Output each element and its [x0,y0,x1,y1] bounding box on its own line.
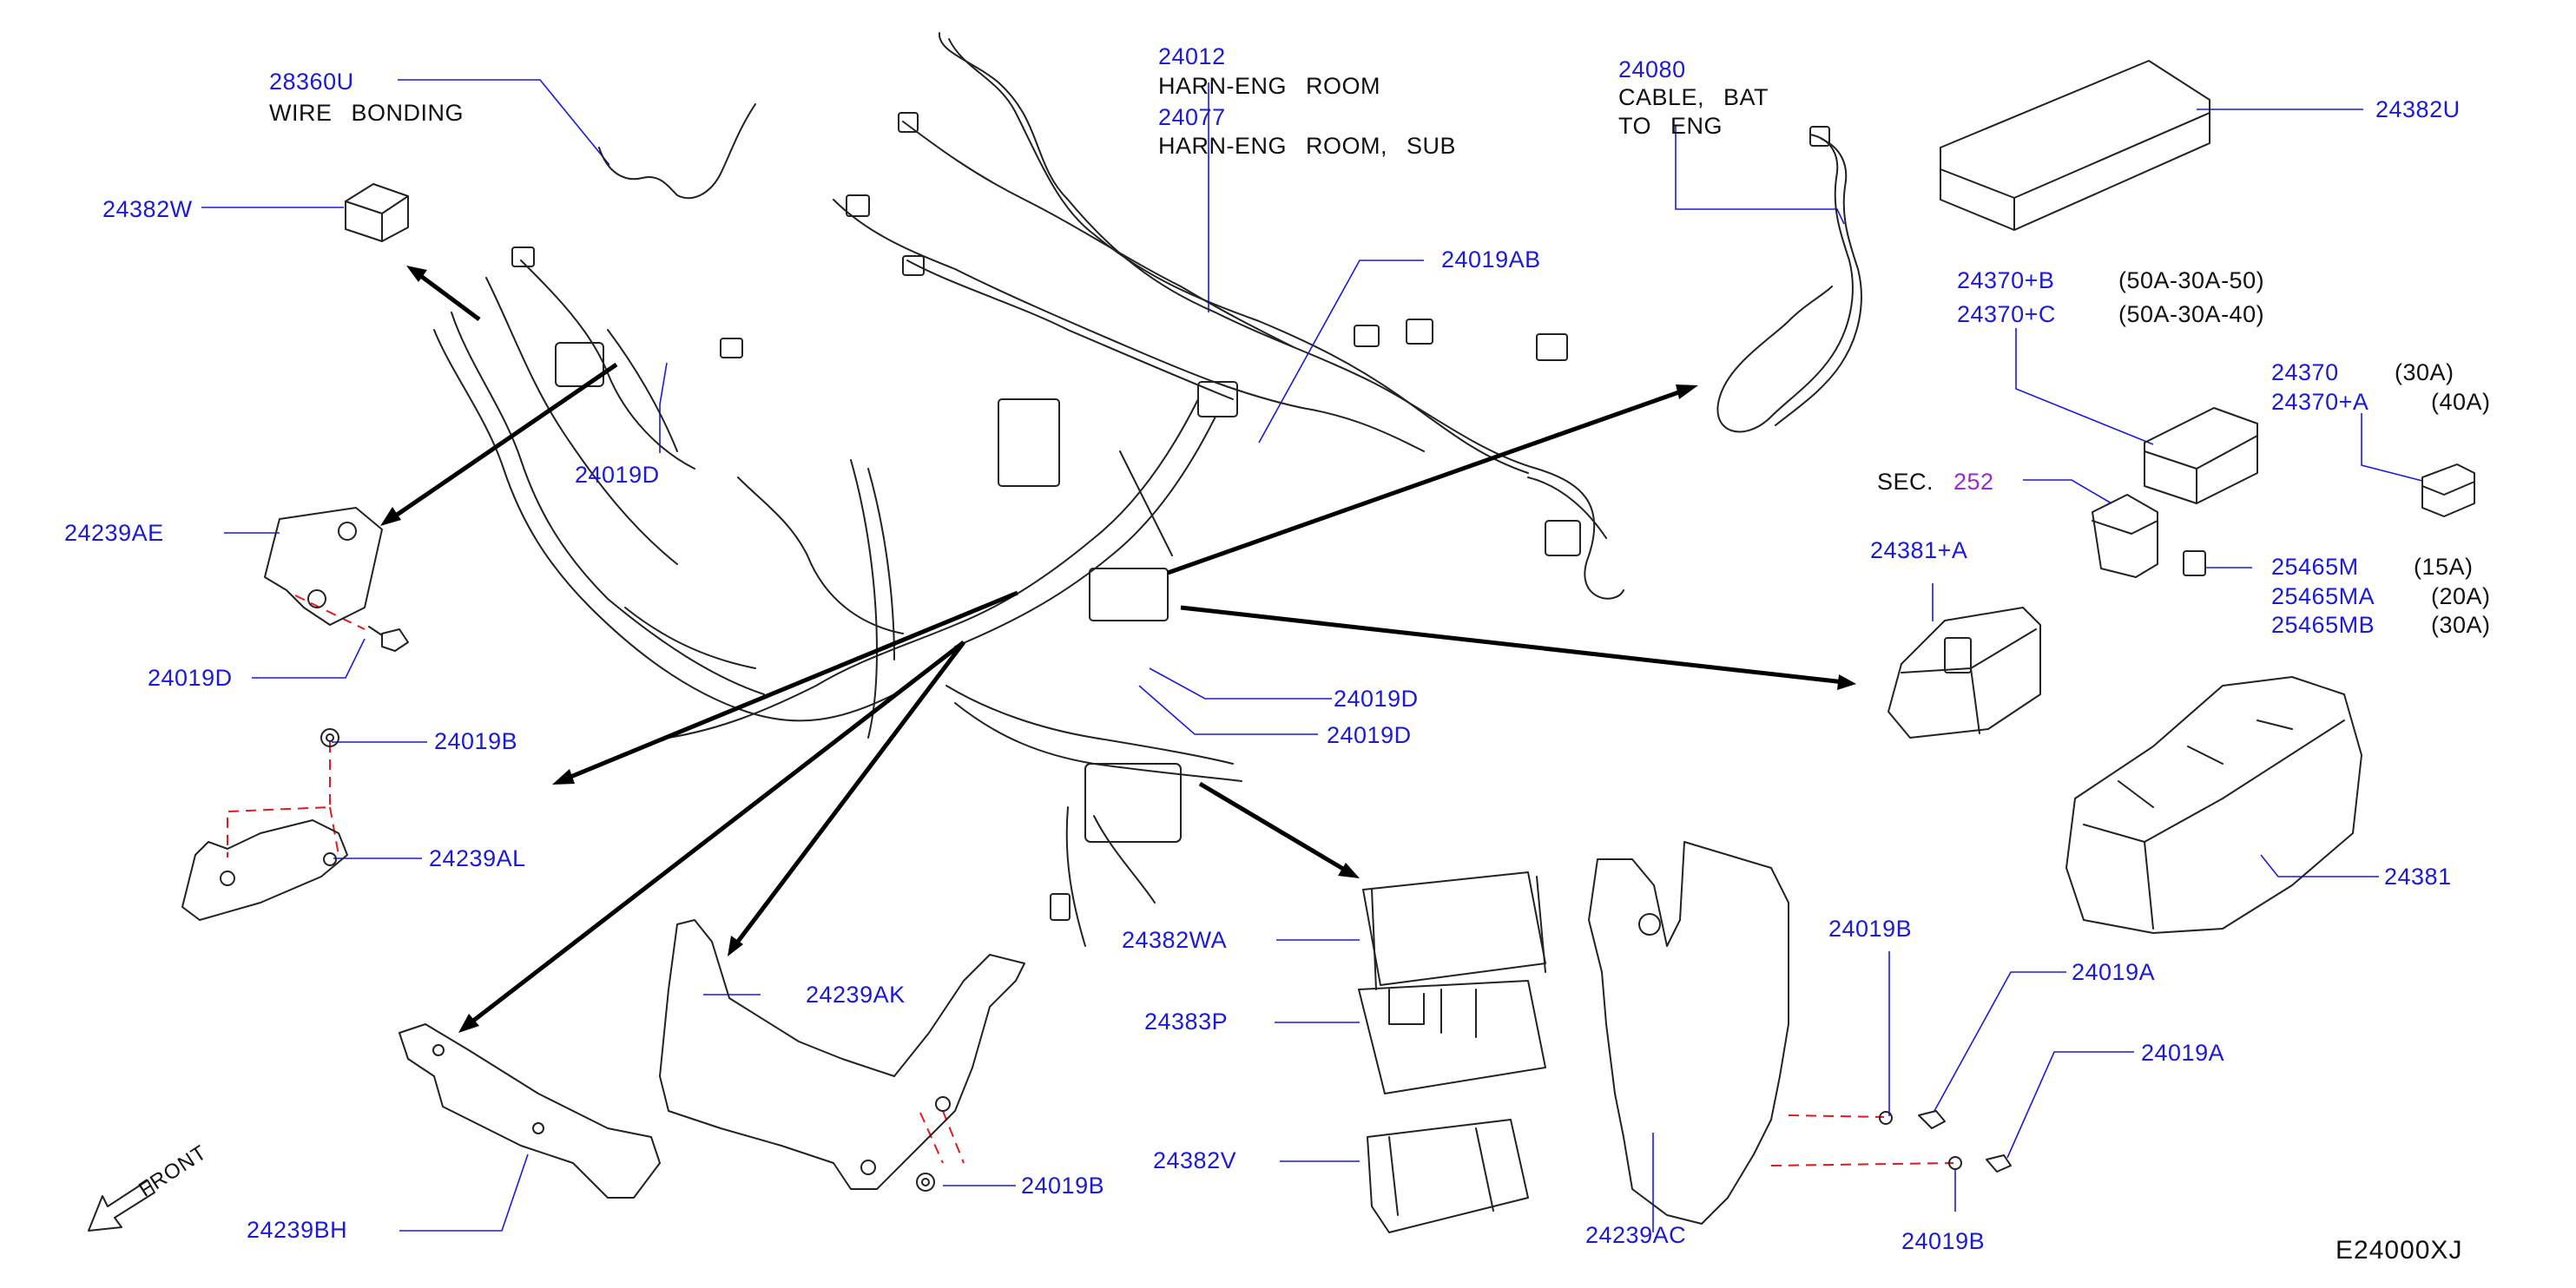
part-24382W-number: 24382W [102,196,193,222]
part-24370C-number: 24370+C [1957,301,2056,327]
fasteners-right-drawing [1879,1110,2012,1173]
bracket-24239al-drawing [181,819,348,921]
part-24019D-c-number: 24019D [1334,686,1419,712]
fuse-box-24381-drawing [2065,676,2362,934]
relay-cover-24382w-drawing [345,183,409,242]
fuse-block-24381a-drawing [1888,607,2041,739]
bracket-24239ac-drawing [1588,841,1789,1225]
part-24370A-number: 24370+A [2271,389,2369,415]
part-24019A-b-number: 24019A [2141,1040,2225,1066]
callout-arrows [380,266,1856,1033]
part-25465MA-number: 25465MA [2271,583,2375,609]
part-24077-description: HARN-ENG ROOM, SUB [1158,133,1457,159]
part-24019D-b-number: 24019D [148,665,233,691]
part-24239AL-number: 24239AL [429,845,526,871]
nut-24019b-drawing [320,728,339,747]
part-24382WA-number: 24382WA [1122,927,1228,953]
battery-cable-24080-drawing [1716,126,1862,433]
fuse-box-cover-24382u-drawing [1940,60,2210,231]
relay-252-drawing [2092,494,2158,578]
part-24382U-number: 24382U [2375,96,2461,122]
main-harness-drawing [433,32,1624,947]
section-reference-number[interactable]: 252 [1953,469,1994,495]
part-24383P-number: 24383P [1144,1009,1229,1035]
part-24239AE-number: 24239AE [64,520,164,546]
part-24370B-rating: (50A-30A-50) [2118,267,2265,293]
part-25465M-rating: (15A) [2414,554,2474,580]
part-24381A-number: 24381+A [1870,537,1968,563]
part-24080-number: 24080 [1618,56,1686,82]
part-24019D-d-number: 24019D [1327,722,1412,748]
part-24381-number: 24381 [2384,864,2452,890]
part-24080-description: CABLE, BAT TO ENG [1618,84,1769,139]
relay-box-parts-drawing [1358,871,1546,1233]
part-28360U-description: WIRE BONDING [269,100,464,126]
part-24012-number: 24012 [1158,43,1226,69]
part-25465MB-rating: (30A) [2431,612,2491,638]
bolt-24019d-drawing [368,626,409,652]
part-24370-number: 24370 [2271,359,2339,385]
part-25465M-number: 25465M [2271,554,2359,580]
part-24239AK-number: 24239AK [806,982,906,1008]
part-24370-rating: (30A) [2395,359,2454,385]
part-25465MA-rating: (20A) [2431,583,2491,609]
section-reference-label: SEC. [1877,469,1934,495]
part-24012-description: HARN-ENG ROOM [1158,73,1380,99]
diagram-code: E24000XJ [2336,1236,2463,1265]
part-24019AB-number: 24019AB [1441,246,1541,273]
part-25465MB-number: 25465MB [2271,612,2375,638]
part-24077-number: 24077 [1158,104,1226,130]
bracket-24239ae-drawing [264,507,383,626]
part-24019D-a-number: 24019D [575,462,660,488]
part-24019B-b-number: 24019B [1021,1173,1105,1199]
part-24019B-d-number: 24019B [1901,1228,1986,1254]
fuse-25465m-drawing [2183,550,2206,576]
wire-bonding-drawing [598,103,756,200]
part-24019A-a-number: 24019A [2072,959,2156,985]
part-24382V-number: 24382V [1153,1147,1237,1173]
fuse-block-24370b-drawing [2144,407,2258,504]
part-24019B-c-number: 24019B [1828,916,1913,942]
part-24370A-rating: (40A) [2431,389,2491,415]
part-24370B-number: 24370+B [1957,267,2055,293]
bracket-24239bh-drawing [399,1023,661,1199]
part-24239BH-number: 24239BH [247,1217,348,1243]
leader-lines [201,79,2423,1232]
part-24239AC-number: 24239AC [1585,1222,1687,1248]
fuse-24370-drawing [2421,463,2475,517]
fastener-lines [227,595,1954,1166]
part-24019B-a-number: 24019B [434,728,518,754]
bracket-24239ak-drawing [659,919,1025,1190]
part-28360U-number: 28360U [269,69,354,95]
part-24370C-rating: (50A-30A-40) [2118,301,2265,327]
front-arrow-icon [88,1180,155,1232]
nut-24019b-b-drawing [916,1173,935,1192]
